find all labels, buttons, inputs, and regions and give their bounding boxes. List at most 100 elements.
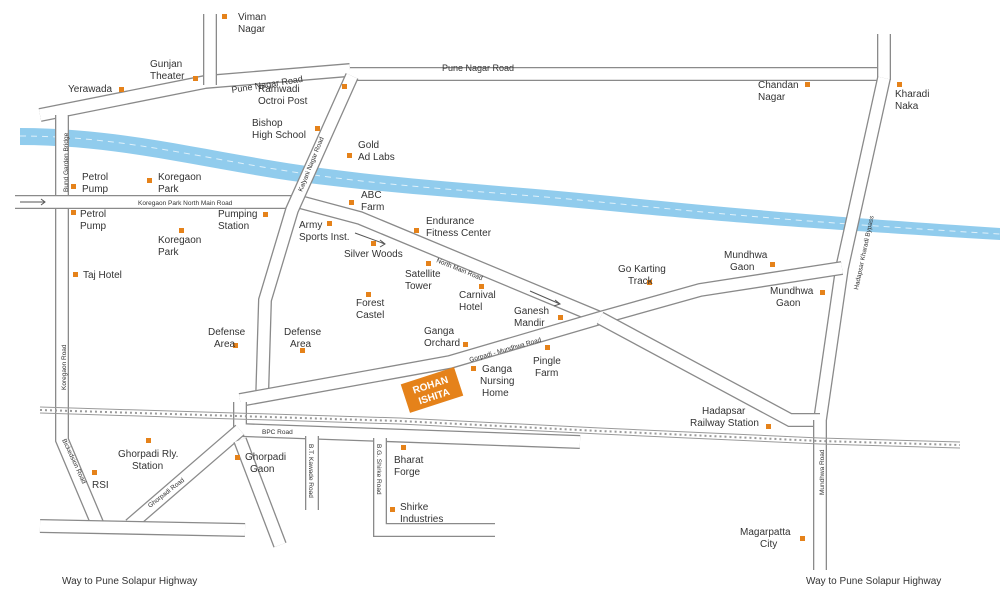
road-label-bpc: BPC Road — [262, 429, 293, 436]
road-ghorpadi — [125, 424, 245, 531]
road-bottom-left — [39, 519, 246, 537]
svg-text:Silver Woods: Silver Woods — [344, 249, 403, 260]
road-label-bund-garden: Bund Garden Bridge — [63, 132, 70, 192]
road-bypass — [813, 76, 891, 422]
flow-arrows — [20, 198, 562, 307]
road-label-bt-kawade: B.T. Kawade Road — [307, 444, 314, 498]
road-label-kp-north-main: Koregaon Park North Main Road — [138, 200, 233, 207]
road-kalyani-nagar — [255, 73, 359, 401]
svg-text:Yerawada: Yerawada — [68, 84, 113, 95]
road-label-mundhwa: Mundhwa Road — [819, 449, 826, 495]
footer-labels: Way to Pune Solapur Highway Way to Pune … — [62, 576, 941, 587]
road-koregaon — [55, 115, 107, 533]
river — [19, 128, 1000, 240]
road-label-koregaon: Koregaon Road — [61, 344, 68, 390]
svg-text:RSI: RSI — [92, 480, 109, 491]
road-label-pune-nagar-right: Pune Nagar Road — [442, 63, 514, 73]
landmark-ghorpadi-rly: Ghorpadi Rly.Station — [118, 438, 178, 472]
road-label-ghorpadi: Ghorpadi Road — [147, 477, 186, 510]
landmark-taj-hotel: Taj Hotel — [73, 270, 122, 281]
svg-text:Taj Hotel: Taj Hotel — [83, 270, 122, 281]
road-label-bg-shirke: B.G. Shirke Road — [375, 444, 382, 495]
landmark-rsi: RSI — [92, 470, 109, 491]
railway — [39, 406, 961, 449]
road-network — [15, 14, 891, 570]
road-kp-north-main — [15, 195, 603, 325]
project-badge: ROHAN ISHITA — [400, 367, 464, 413]
footer-left: Way to Pune Solapur Highway — [62, 576, 197, 587]
svg-text:Ghorpadi Rly.Station: Ghorpadi Rly.Station — [118, 449, 178, 472]
road-ghorpadi-gaon-south — [233, 437, 287, 548]
footer-right: Way to Pune Solapur Highway — [806, 576, 941, 587]
landmark-yerawada: Yerawada — [68, 84, 124, 95]
road-to-hadapsar — [596, 311, 820, 427]
